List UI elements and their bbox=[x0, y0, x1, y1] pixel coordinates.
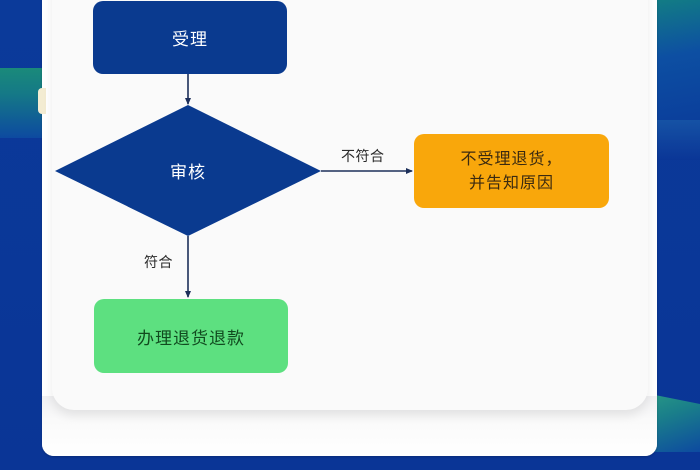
background-accent-right-top bbox=[650, 0, 700, 140]
node-start-label: 受理 bbox=[172, 30, 208, 50]
node-approve-refund: 办理退货退款 bbox=[94, 299, 288, 373]
node-reject: 不受理退货， 并告知原因 bbox=[414, 134, 609, 208]
node-reject-line1: 不受理退货， bbox=[460, 149, 563, 168]
node-decision-label: 审核 bbox=[170, 163, 206, 183]
edge-label-qualified: 符合 bbox=[144, 255, 173, 271]
diamond-shape bbox=[55, 105, 321, 236]
edge-label-not-qualified: 不符合 bbox=[341, 149, 385, 165]
node-reject-line2: 并告知原因 bbox=[468, 173, 554, 192]
card-tab-marker bbox=[38, 88, 46, 114]
background-accent-right-mid bbox=[650, 120, 700, 160]
node-start-accept: 受理 bbox=[93, 1, 287, 74]
node-approve-label: 办理退货退款 bbox=[137, 328, 245, 349]
node-decision-review: 审核 bbox=[55, 105, 321, 236]
